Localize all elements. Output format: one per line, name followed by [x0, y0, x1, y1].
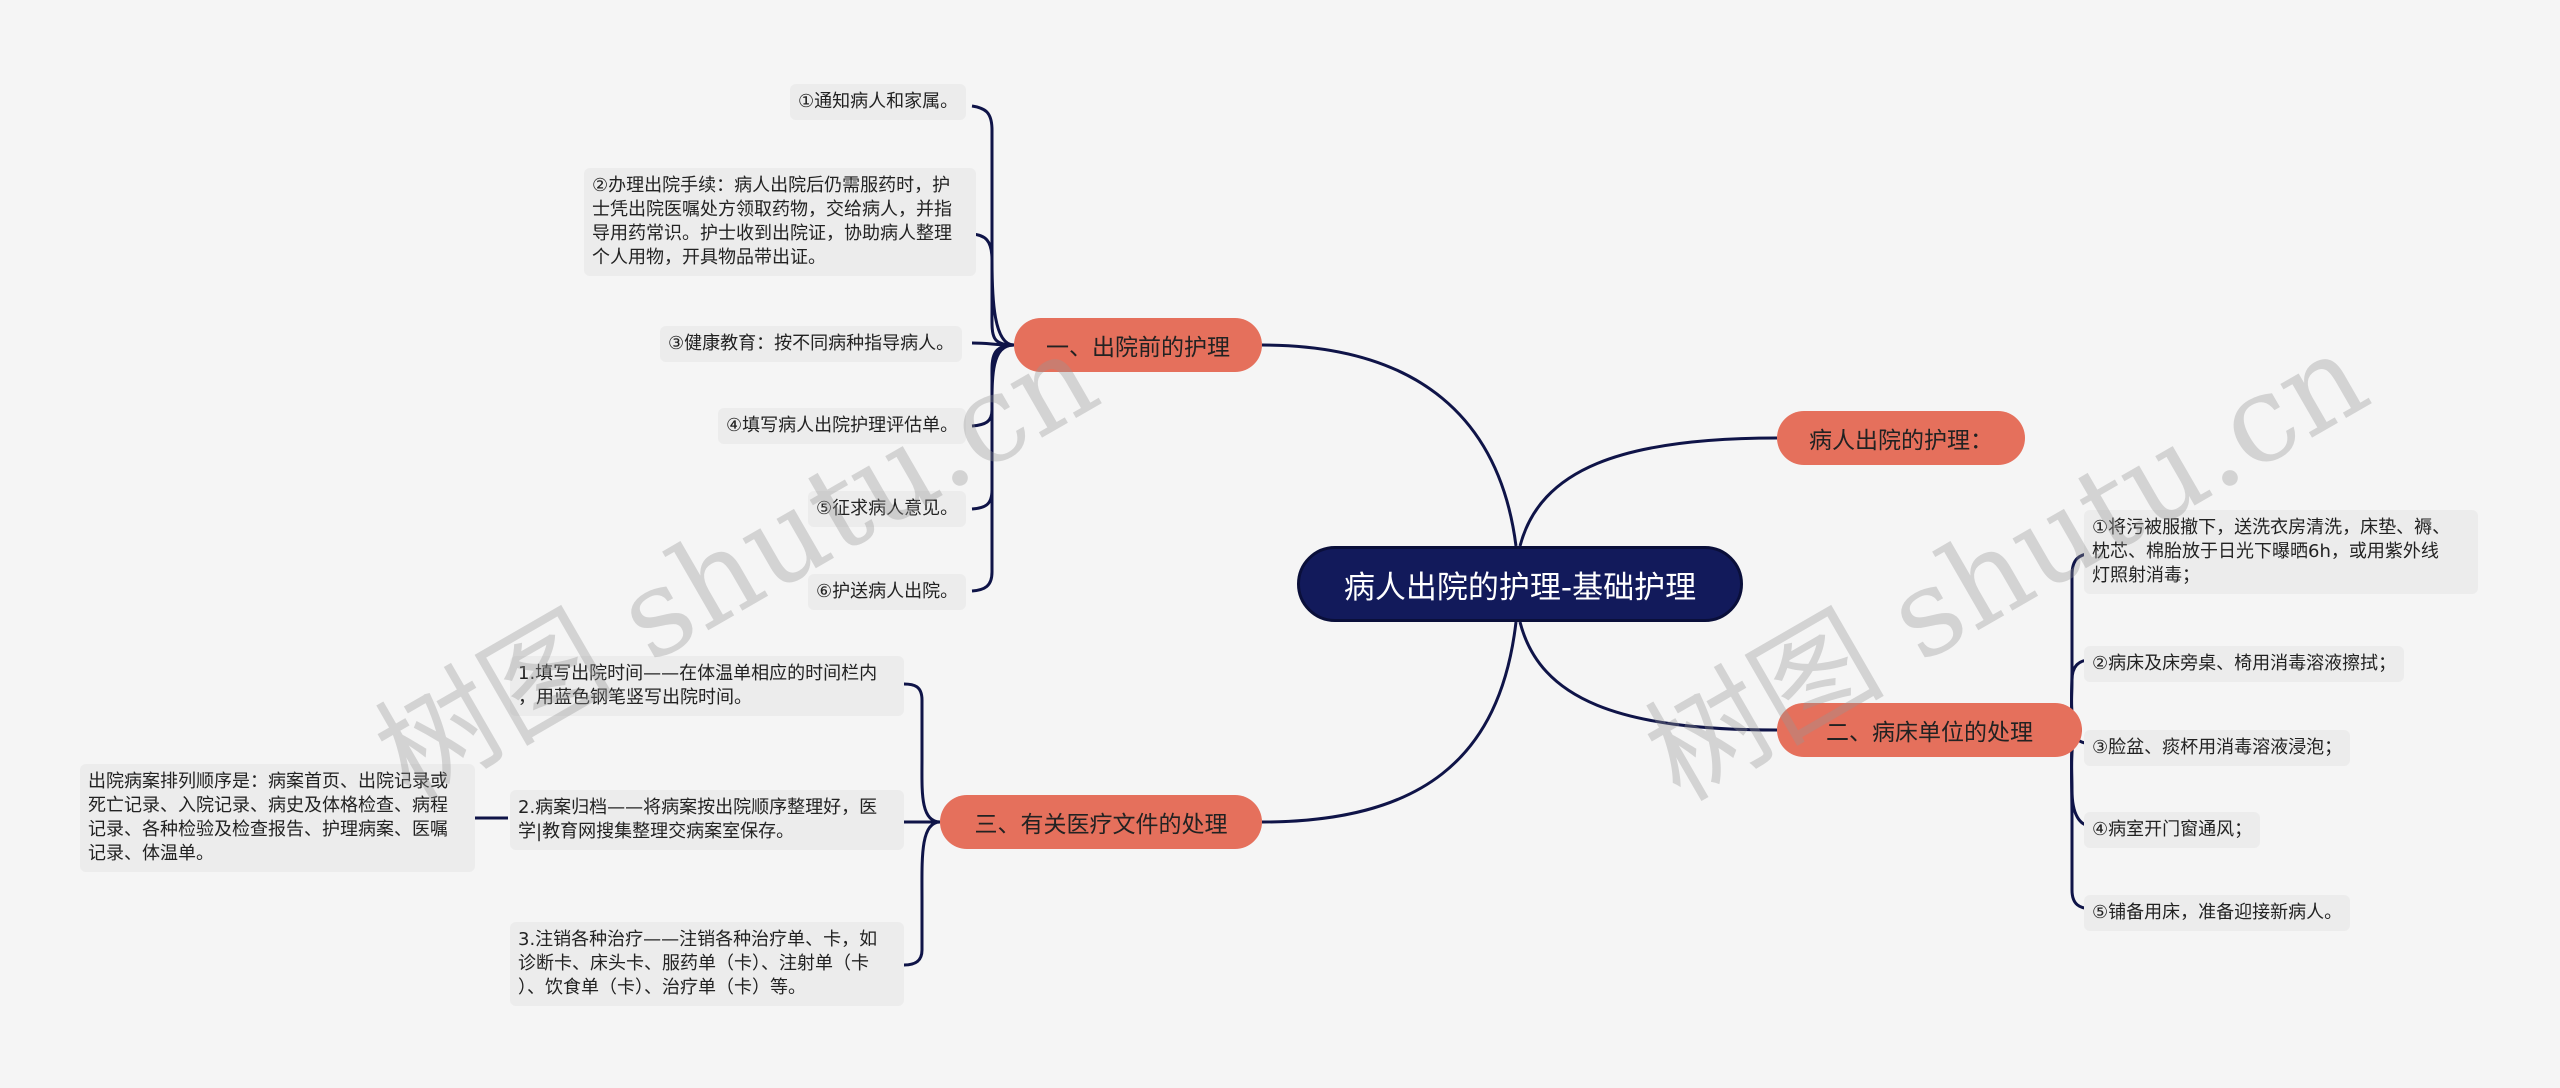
branch-bed-unit[interactable]: 二、病床单位的处理	[1777, 703, 2082, 757]
leaf-before-2[interactable]: ②办理出院手续：病人出院后仍需服药时，护 士凭出院医嘱处方领取药物，交给病人，并…	[584, 168, 976, 276]
connector-root-before	[1261, 343, 1518, 547]
leaf-documents-1[interactable]: 1.填写出院时间——在体温单相应的时间栏内 ，用蓝色钢笔竖写出院时间。	[510, 656, 904, 716]
leaf-documents-2[interactable]: 2.病案归档——将病案按出院顺序整理好，医 学|教育网搜集整理交病案室保存。	[510, 790, 904, 850]
connector-root-documents	[1261, 621, 1518, 824]
leaf-bed-4[interactable]: ④病室开门窗通风；	[2084, 812, 2261, 848]
leaf-bed-2[interactable]: ②病床及床旁桌、椅用消毒溶液擦拭；	[2084, 646, 2405, 682]
connector-before-items	[971, 104, 1015, 347]
connector-documents-items	[903, 682, 941, 824]
branch-before-discharge[interactable]: 一、出院前的护理	[1014, 318, 1262, 372]
leaf-documents-3[interactable]: 3.注销各种治疗——注销各种治疗单、卡，如 诊断卡、床头卡、服药单（卡）、注射单…	[510, 922, 904, 1006]
leaf-bed-3[interactable]: ③脸盆、痰杯用消毒溶液浸泡；	[2084, 730, 2351, 766]
root-topic[interactable]: 病人出院的护理-基础护理	[1297, 546, 1743, 622]
branch-label: 一、出院前的护理	[1046, 335, 1230, 361]
branch-label: 病人出院的护理：	[1809, 428, 1993, 454]
root-title: 病人出院的护理-基础护理	[1343, 569, 1697, 606]
branch-label: 三、有关医疗文件的处理	[974, 812, 1228, 838]
leaf-documents-2-sub[interactable]: 出院病案排列顺序是：病案首页、出院记录或 死亡记录、入院记录、病史及体格检查、病…	[80, 764, 475, 872]
leaf-before-5[interactable]: ⑤征求病人意见。	[808, 491, 967, 527]
branch-documents[interactable]: 三、有关医疗文件的处理	[940, 795, 1262, 849]
branch-label: 二、病床单位的处理	[1826, 720, 2033, 746]
leaf-bed-5[interactable]: ⑤铺备用床，准备迎接新病人。	[2084, 895, 2351, 931]
leaf-before-4[interactable]: ④填写病人出院护理评估单。	[718, 408, 967, 444]
leaf-before-6[interactable]: ⑥护送病人出院。	[808, 574, 967, 610]
leaf-before-1[interactable]: ①通知病人和家属。	[790, 84, 967, 120]
leaf-before-3[interactable]: ③健康教育：按不同病种指导病人。	[660, 326, 963, 362]
connector-root-discharge-care	[1518, 436, 1778, 547]
branch-discharge-care[interactable]: 病人出院的护理：	[1777, 411, 2025, 465]
connector-root-bed-unit	[1518, 621, 1778, 732]
leaf-bed-1[interactable]: ①将污被服撤下，送洗衣房清洗，床垫、褥、 枕芯、棉胎放于日光下曝晒6h，或用紫外…	[2084, 510, 2478, 594]
